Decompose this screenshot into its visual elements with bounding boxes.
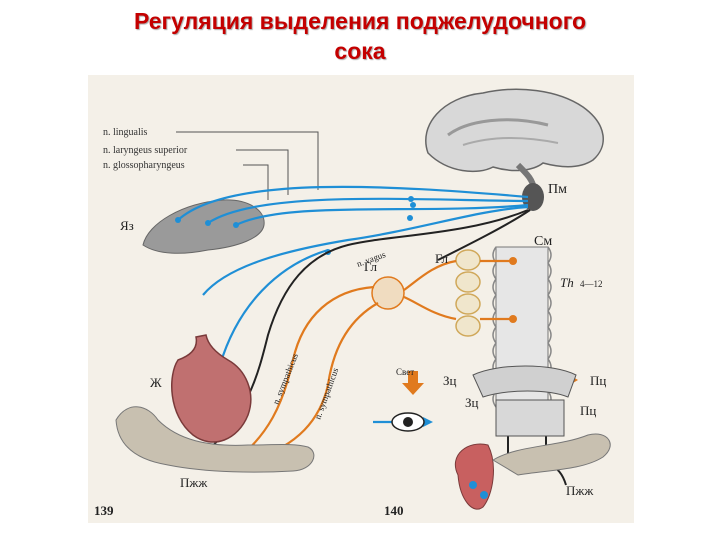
- pancreas-right-illustration: [454, 433, 611, 510]
- label-zc-2: Зц: [465, 395, 479, 410]
- label-n-glossopharyngeus: n. glossopharyngeus: [103, 160, 185, 171]
- label-th: Th: [560, 275, 574, 290]
- page-number-left: 139: [94, 503, 114, 518]
- page-title: Регуляция выделения поджелудочного сока: [0, 6, 720, 66]
- label-gl-2: Гл: [435, 251, 449, 266]
- label-n-sympathicus-2: n. sympathicus: [312, 366, 340, 421]
- label-pzh-left: Пжж: [180, 475, 208, 490]
- eye-illustration: [391, 412, 425, 432]
- label-svet: Свет: [396, 367, 414, 377]
- diagram-figure: n. lingualis n. laryngeus superior n. gl…: [88, 75, 634, 523]
- nerve-leader-lines: [176, 131, 319, 200]
- label-n-lingualis: n. lingualis: [103, 127, 148, 138]
- label-n-laryngeus: n. laryngeus superior: [103, 145, 188, 156]
- label-sm: См: [534, 234, 552, 249]
- tongue-illustration: [142, 199, 265, 254]
- pancreas-left-illustration: [115, 406, 315, 473]
- label-yaz: Яз: [120, 218, 134, 233]
- afferent-pathways: [177, 185, 529, 424]
- label-pc-1: Пц: [590, 373, 606, 388]
- title-line-2: сока: [334, 38, 386, 64]
- brain-illustration: [425, 88, 604, 211]
- label-th-range: 4—12: [580, 279, 603, 289]
- label-zc-1: Зц: [443, 373, 457, 388]
- page-number-right: 140: [384, 503, 404, 518]
- visual-cortex-block: [472, 365, 577, 437]
- ganglion-illustration: [371, 276, 405, 310]
- label-pzh-right: Пжж: [566, 483, 594, 498]
- label-pm: Пм: [548, 182, 567, 197]
- diagram-svg: n. lingualis n. laryngeus superior n. gl…: [94, 88, 611, 518]
- title-line-1: Регуляция выделения поджелудочного: [133, 8, 587, 34]
- sympathetic-chain: [455, 249, 481, 337]
- label-pc-2: Пц: [580, 403, 596, 418]
- stomach-illustration: [171, 334, 252, 443]
- label-gl-1: Гл: [364, 259, 378, 274]
- label-n-sympathicus-1: n. sympathicus: [271, 351, 301, 405]
- label-zh: Ж: [150, 375, 162, 390]
